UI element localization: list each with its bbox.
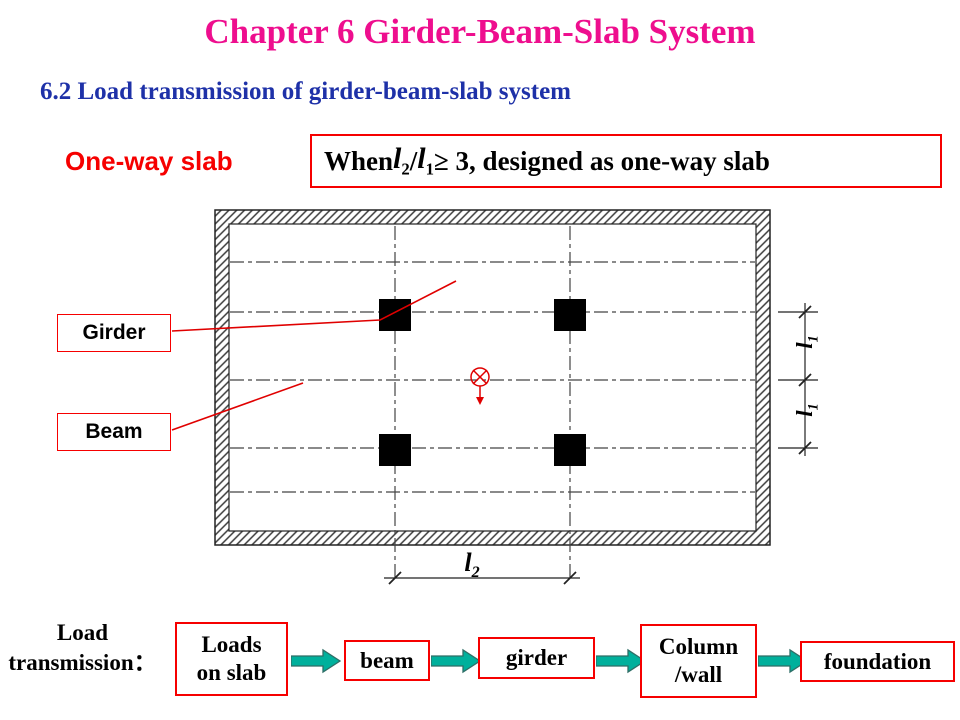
flow-arrow-icon <box>431 648 481 674</box>
condition-tail: ≥ 3, designed as one-way slab <box>433 145 770 176</box>
girder-callout-box: Girder <box>57 314 171 352</box>
subscript-1: 1 <box>425 159 434 179</box>
dimension-ticks <box>388 571 577 585</box>
right-dimension <box>778 303 818 456</box>
dimension-label-l2: l2 <box>440 548 504 582</box>
column-marker <box>554 434 586 466</box>
flow-arrow-icon <box>596 648 646 674</box>
column-markers <box>379 299 586 466</box>
dimension-label-l1-upper: l1 <box>792 322 822 362</box>
condition-slash: / <box>409 145 418 176</box>
one-way-slab-label: One-way slab <box>65 146 233 176</box>
flow-arrow-icon <box>758 648 808 674</box>
column-marker <box>379 299 411 331</box>
flow-caption: Load transmission： <box>0 618 165 678</box>
girder-label: Girder <box>82 321 146 344</box>
l2-variable: l2 <box>393 142 410 179</box>
flow-caption-line2: transmission： <box>8 650 157 675</box>
beam-leader-line <box>171 382 304 431</box>
beam-callout-box: Beam <box>57 413 171 451</box>
slide-title: Chapter 6 Girder-Beam-Slab System <box>204 12 756 51</box>
bottom-dimension <box>384 571 580 585</box>
girder-leader-line <box>171 280 457 332</box>
flow-step-column-wall: Column /wall <box>640 624 757 698</box>
flow-arrow-icon <box>291 648 341 674</box>
section-heading: 6.2 Load transmission of girder-beam-sla… <box>40 78 572 105</box>
beam-label: Beam <box>85 420 143 443</box>
var-l: l <box>792 342 817 349</box>
var-l: l <box>464 548 472 577</box>
flow-step-loads-on-slab: Loads on slab <box>175 622 288 696</box>
var-l: l <box>417 142 426 176</box>
beam-centerlines <box>230 261 755 493</box>
l1-variable: l1 <box>417 142 434 179</box>
subscript-1: 1 <box>805 403 822 411</box>
condition-box: When l2 / l1 ≥ 3, designed as one-way sl… <box>310 134 942 188</box>
flow-step-foundation: foundation <box>800 641 955 682</box>
dimension-ticks <box>798 305 812 455</box>
condition-when: When <box>324 145 394 176</box>
slab-interior <box>228 223 757 532</box>
flow-caption-line1: Load <box>56 620 109 645</box>
section-symbol <box>470 367 490 405</box>
column-marker <box>554 299 586 331</box>
column-marker <box>379 434 411 466</box>
subscript-2: 2 <box>401 159 410 179</box>
column-axis-lines <box>394 226 571 578</box>
dimension-label-l1-lower: l1 <box>792 390 822 430</box>
var-l: l <box>792 410 817 417</box>
var-l: l <box>393 142 402 176</box>
flow-step-beam: beam <box>344 640 430 681</box>
subscript-1: 1 <box>805 335 822 343</box>
flow-step-girder: girder <box>478 637 595 679</box>
subscript-2: 2 <box>471 564 480 582</box>
